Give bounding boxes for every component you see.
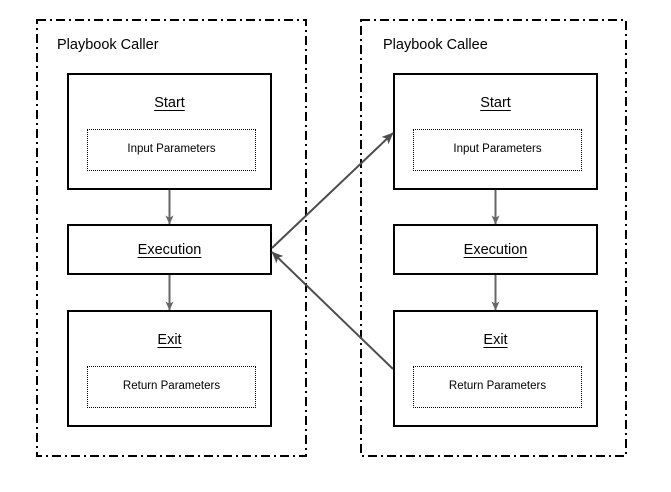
- node-callee-exit[interactable]: Exit Return Parameters: [393, 310, 598, 427]
- panel-callee-label: Playbook Callee: [383, 37, 488, 53]
- node-caller-execution-title: Execution: [137, 242, 202, 258]
- node-caller-exit-title: Exit: [157, 332, 182, 348]
- node-callee-execution[interactable]: Execution: [393, 224, 598, 275]
- node-callee-execution-title: Execution: [463, 242, 528, 258]
- node-caller-start-title: Start: [154, 95, 185, 111]
- panel-caller-label: Playbook Caller: [57, 37, 159, 53]
- node-callee-start-subbox: Input Parameters: [413, 129, 582, 171]
- node-callee-start[interactable]: Start Input Parameters: [393, 73, 598, 190]
- node-caller-exit-subbox: Return Parameters: [87, 366, 256, 408]
- node-caller-exit[interactable]: Exit Return Parameters: [67, 310, 272, 427]
- node-caller-start-subbox: Input Parameters: [87, 129, 256, 171]
- panel-playbook-caller: [36, 19, 307, 457]
- node-callee-exit-title: Exit: [483, 332, 508, 348]
- node-callee-exit-subbox: Return Parameters: [413, 366, 582, 408]
- node-caller-execution[interactable]: Execution: [67, 224, 272, 275]
- node-callee-start-title: Start: [480, 95, 511, 111]
- panel-caller-border: [36, 19, 307, 457]
- node-caller-start[interactable]: Start Input Parameters: [67, 73, 272, 190]
